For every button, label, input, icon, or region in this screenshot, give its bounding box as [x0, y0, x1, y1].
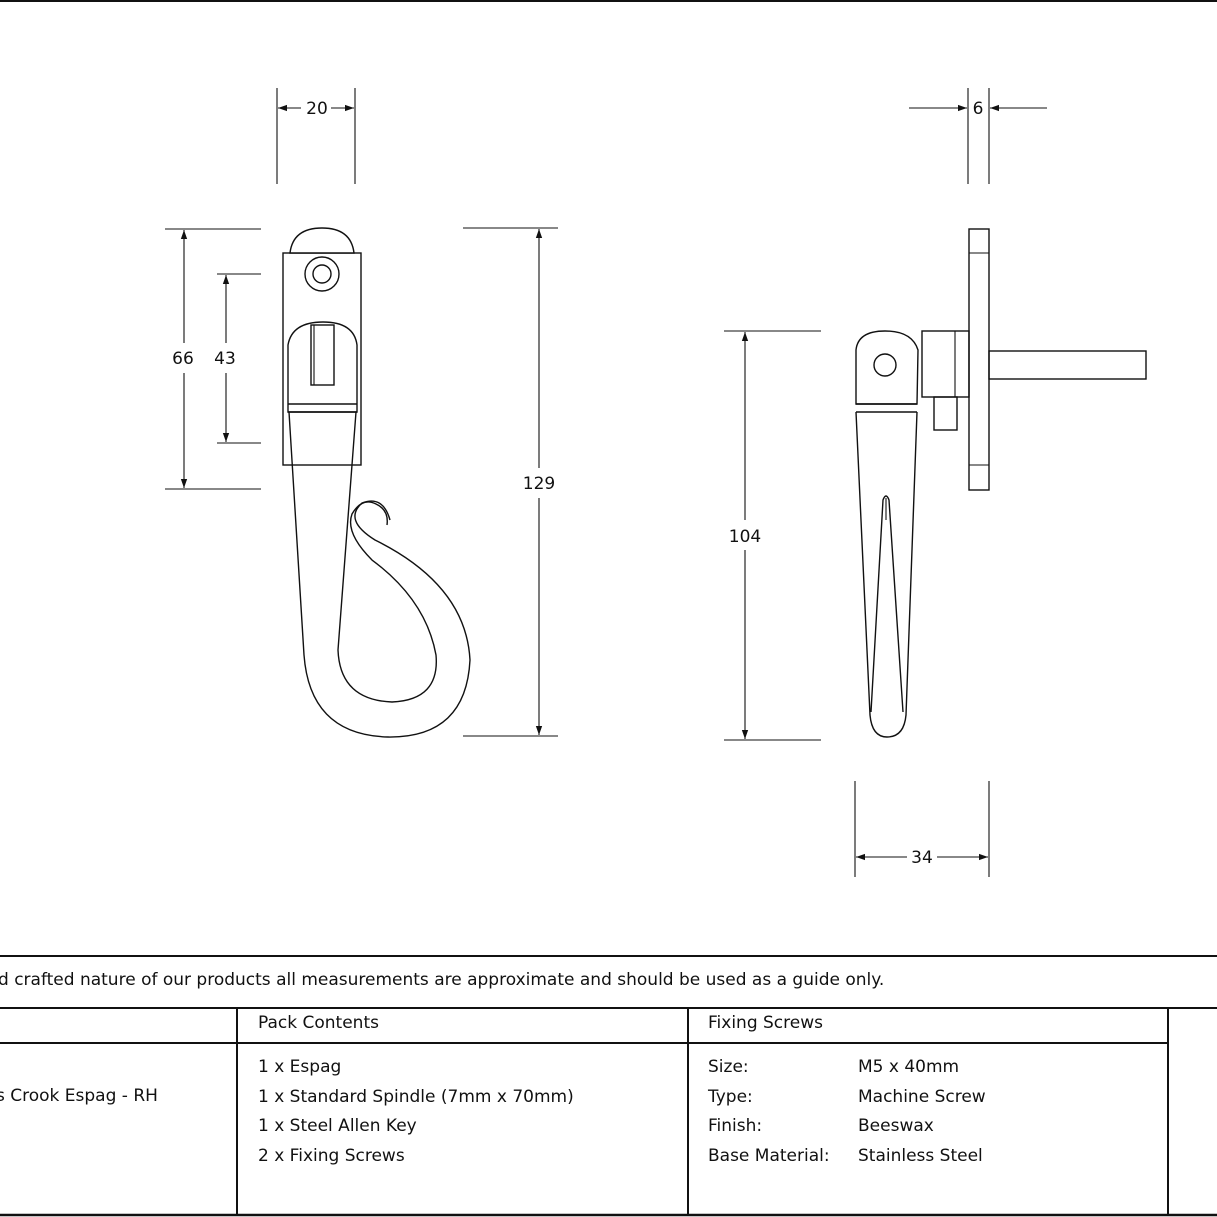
- spec-label: Size:: [708, 1057, 749, 1077]
- side-boss: [921, 330, 970, 398]
- spec-value: M5 x 40mm: [858, 1057, 960, 1077]
- spec-value: Machine Screw: [858, 1086, 986, 1107]
- side-pivot: [873, 353, 897, 377]
- list-item: 1 x Standard Spindle (7mm x 70mm): [258, 1086, 574, 1107]
- side-handle-body: [855, 411, 918, 738]
- disclaimer-note: d crafted nature of our products all mea…: [0, 970, 885, 990]
- dim-front-inner-height: 43: [214, 349, 236, 369]
- fixing-screws-values: M5 x 40mm Machine Screw Beeswax Stainles…: [858, 1053, 986, 1171]
- fixing-screws-header: Fixing Screws: [708, 1013, 823, 1033]
- spec-label: Base Material:: [708, 1145, 830, 1166]
- side-handle-top: [855, 330, 919, 405]
- front-dimensions: 20 66 43 129: [165, 88, 558, 737]
- spec-value: Stainless Steel: [858, 1145, 983, 1166]
- fixing-screws-labels: Size: Type: Finish: Base Material:: [708, 1053, 830, 1171]
- list-item: 1 x Steel Allen Key: [258, 1116, 417, 1136]
- dim-front-width: 20: [306, 99, 328, 119]
- front-handle-slot: [310, 324, 335, 386]
- dim-side-height: 104: [729, 527, 761, 547]
- spec-label: Finish:: [708, 1116, 763, 1136]
- dim-side-projection: 34: [911, 848, 933, 868]
- dim-side-depth: 6: [973, 99, 984, 119]
- side-handle-groove: [870, 495, 904, 713]
- side-dimensions: 6 104 34: [724, 88, 1047, 877]
- front-pivot-outer: [304, 256, 340, 292]
- pack-contents-header: Pack Contents: [258, 1013, 379, 1033]
- spec-value: Beeswax: [858, 1116, 934, 1136]
- front-pivot-inner: [312, 264, 332, 284]
- side-grub-screw: [933, 396, 958, 431]
- spec-table-grid: [0, 1007, 1217, 1215]
- dim-front-outer-height: 66: [172, 349, 194, 369]
- front-top-cap: [289, 227, 355, 254]
- pack-contents-list: 1 x Espag 1 x Standard Spindle (7mm x 70…: [258, 1053, 574, 1171]
- side-view: [855, 228, 1147, 738]
- list-item: 1 x Espag: [258, 1057, 342, 1077]
- front-crook-handle: [288, 411, 471, 738]
- front-view: [282, 227, 471, 738]
- side-spindle: [988, 350, 1147, 380]
- list-item: 2 x Fixing Screws: [258, 1145, 405, 1166]
- product-name: s Crook Espag - RH: [0, 1086, 158, 1106]
- spec-label: Type:: [708, 1086, 753, 1107]
- dim-front-total-height: 129: [523, 474, 555, 494]
- side-backplate: [968, 228, 990, 491]
- front-handle-body: [287, 321, 358, 413]
